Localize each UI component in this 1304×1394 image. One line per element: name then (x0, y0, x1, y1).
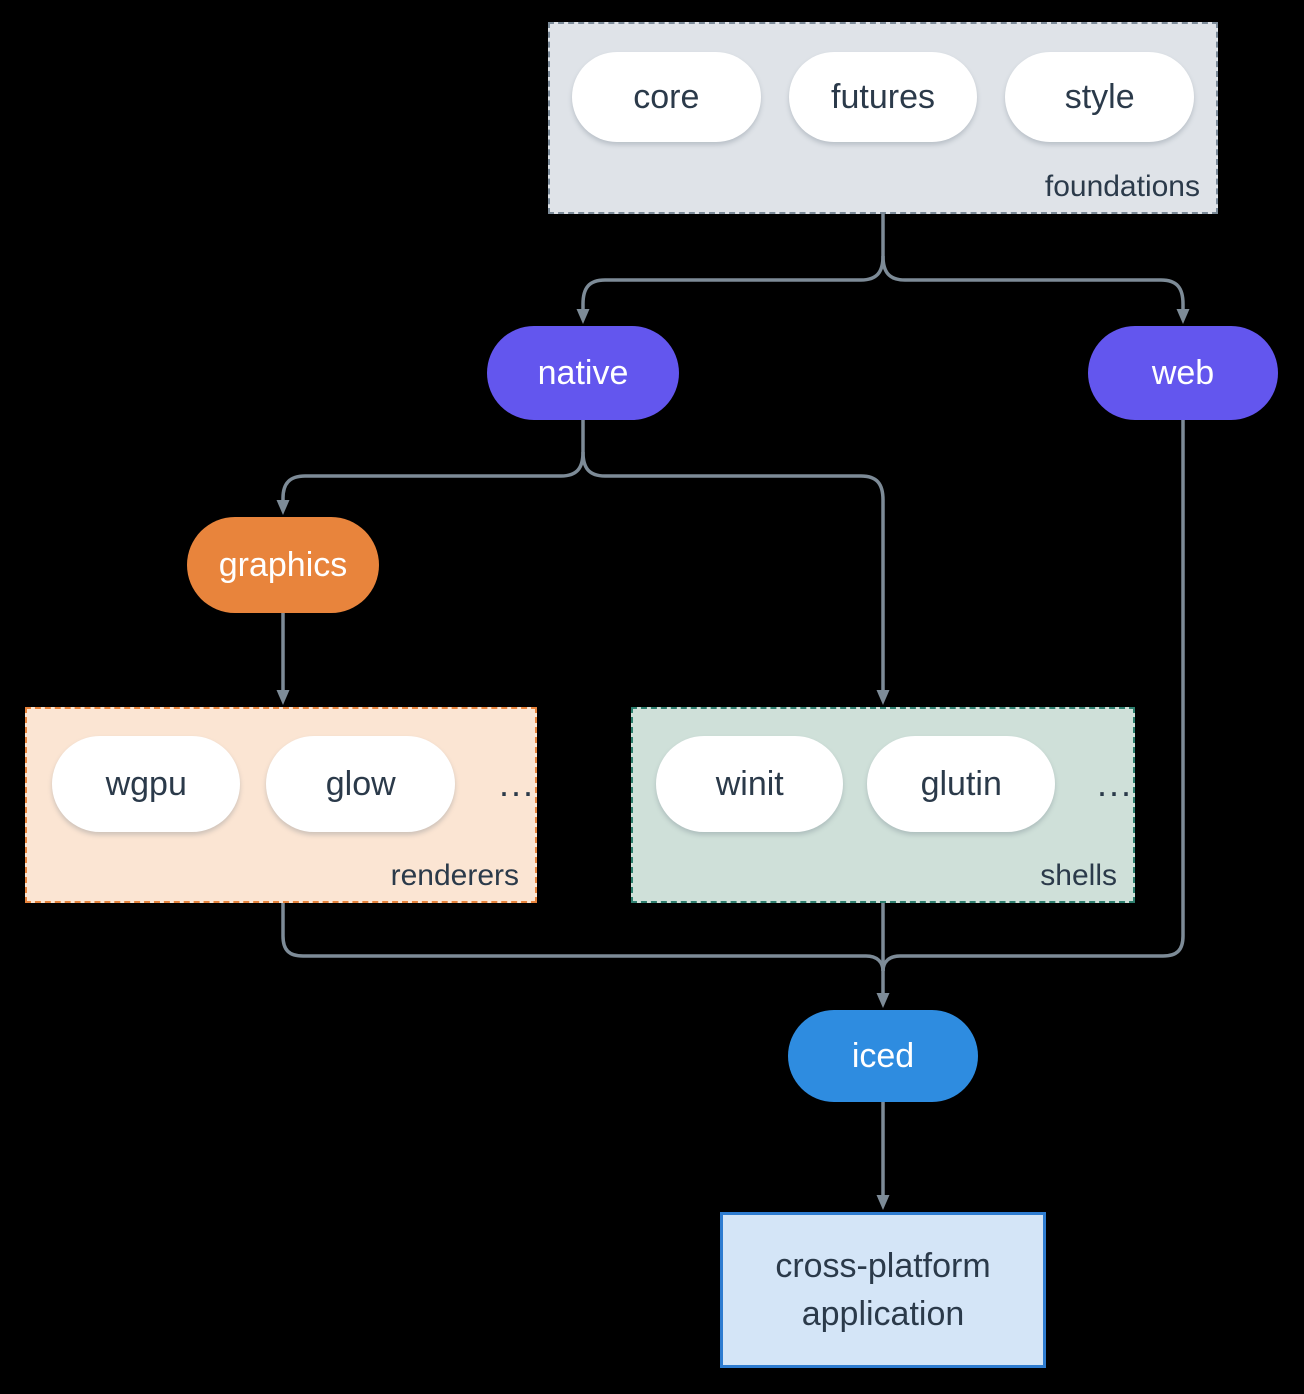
node-native: native (487, 326, 679, 420)
node-glow: glow (266, 736, 455, 832)
edge-web-to-iced (881, 420, 1185, 972)
cluster-foundations: core futures style foundations (548, 22, 1218, 214)
node-futures: futures (788, 52, 978, 142)
cluster-shells: winit glutin ... shells (631, 707, 1135, 903)
edge-native-to-graphics (276, 420, 585, 515)
edge-native-to-shells (581, 451, 890, 705)
application-label-line2: application (801, 1295, 965, 1333)
foundations-pill-row: core futures style (550, 52, 1216, 142)
renderers-pill-row: wgpu glow ... (27, 736, 535, 832)
node-glutin: glutin (867, 736, 1055, 832)
cluster-renderers: wgpu glow ... renderers (25, 707, 537, 903)
edge-renderers-to-iced (281, 903, 885, 972)
edge-foundations-to-web (881, 255, 1190, 324)
renderers-label: renderers (390, 859, 519, 892)
node-wgpu: wgpu (52, 736, 241, 832)
application-label-line1: cross-platform (775, 1247, 991, 1285)
node-core: core (572, 52, 761, 142)
shells-pill-row: winit glutin ... (633, 736, 1133, 832)
node-style: style (1005, 52, 1195, 142)
node-iced: iced (788, 1010, 978, 1102)
renderers-ellipsis: ... (498, 763, 535, 804)
shells-label: shells (1040, 859, 1117, 892)
node-winit: winit (656, 736, 844, 832)
shells-ellipsis: ... (1096, 763, 1133, 804)
node-cross-platform-application: cross-platform application (720, 1212, 1046, 1368)
edge-foundations-to-native (576, 214, 885, 324)
foundations-label: foundations (1044, 170, 1200, 203)
node-graphics: graphics (187, 517, 379, 613)
node-web: web (1088, 326, 1278, 420)
